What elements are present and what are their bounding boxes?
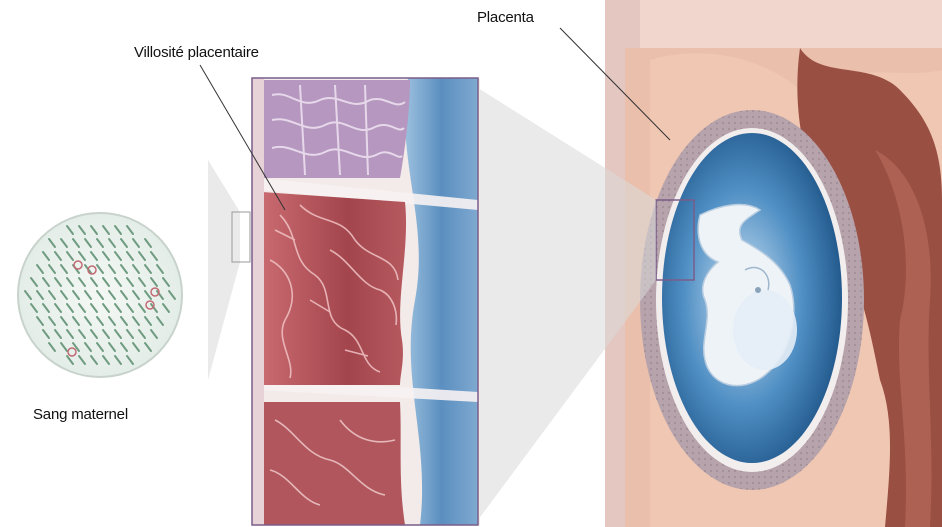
villi-block-middle — [262, 192, 406, 385]
label-placenta: Placenta — [477, 9, 534, 26]
maternal-blood-magnifier — [18, 213, 182, 377]
closeup-edge — [252, 78, 264, 525]
label-villosite-placentaire: Villosité placentaire — [134, 44, 259, 61]
villi-block-bottom — [262, 402, 405, 525]
label-sang-maternel: Sang maternel — [33, 406, 128, 423]
villi-closeup — [252, 78, 480, 525]
